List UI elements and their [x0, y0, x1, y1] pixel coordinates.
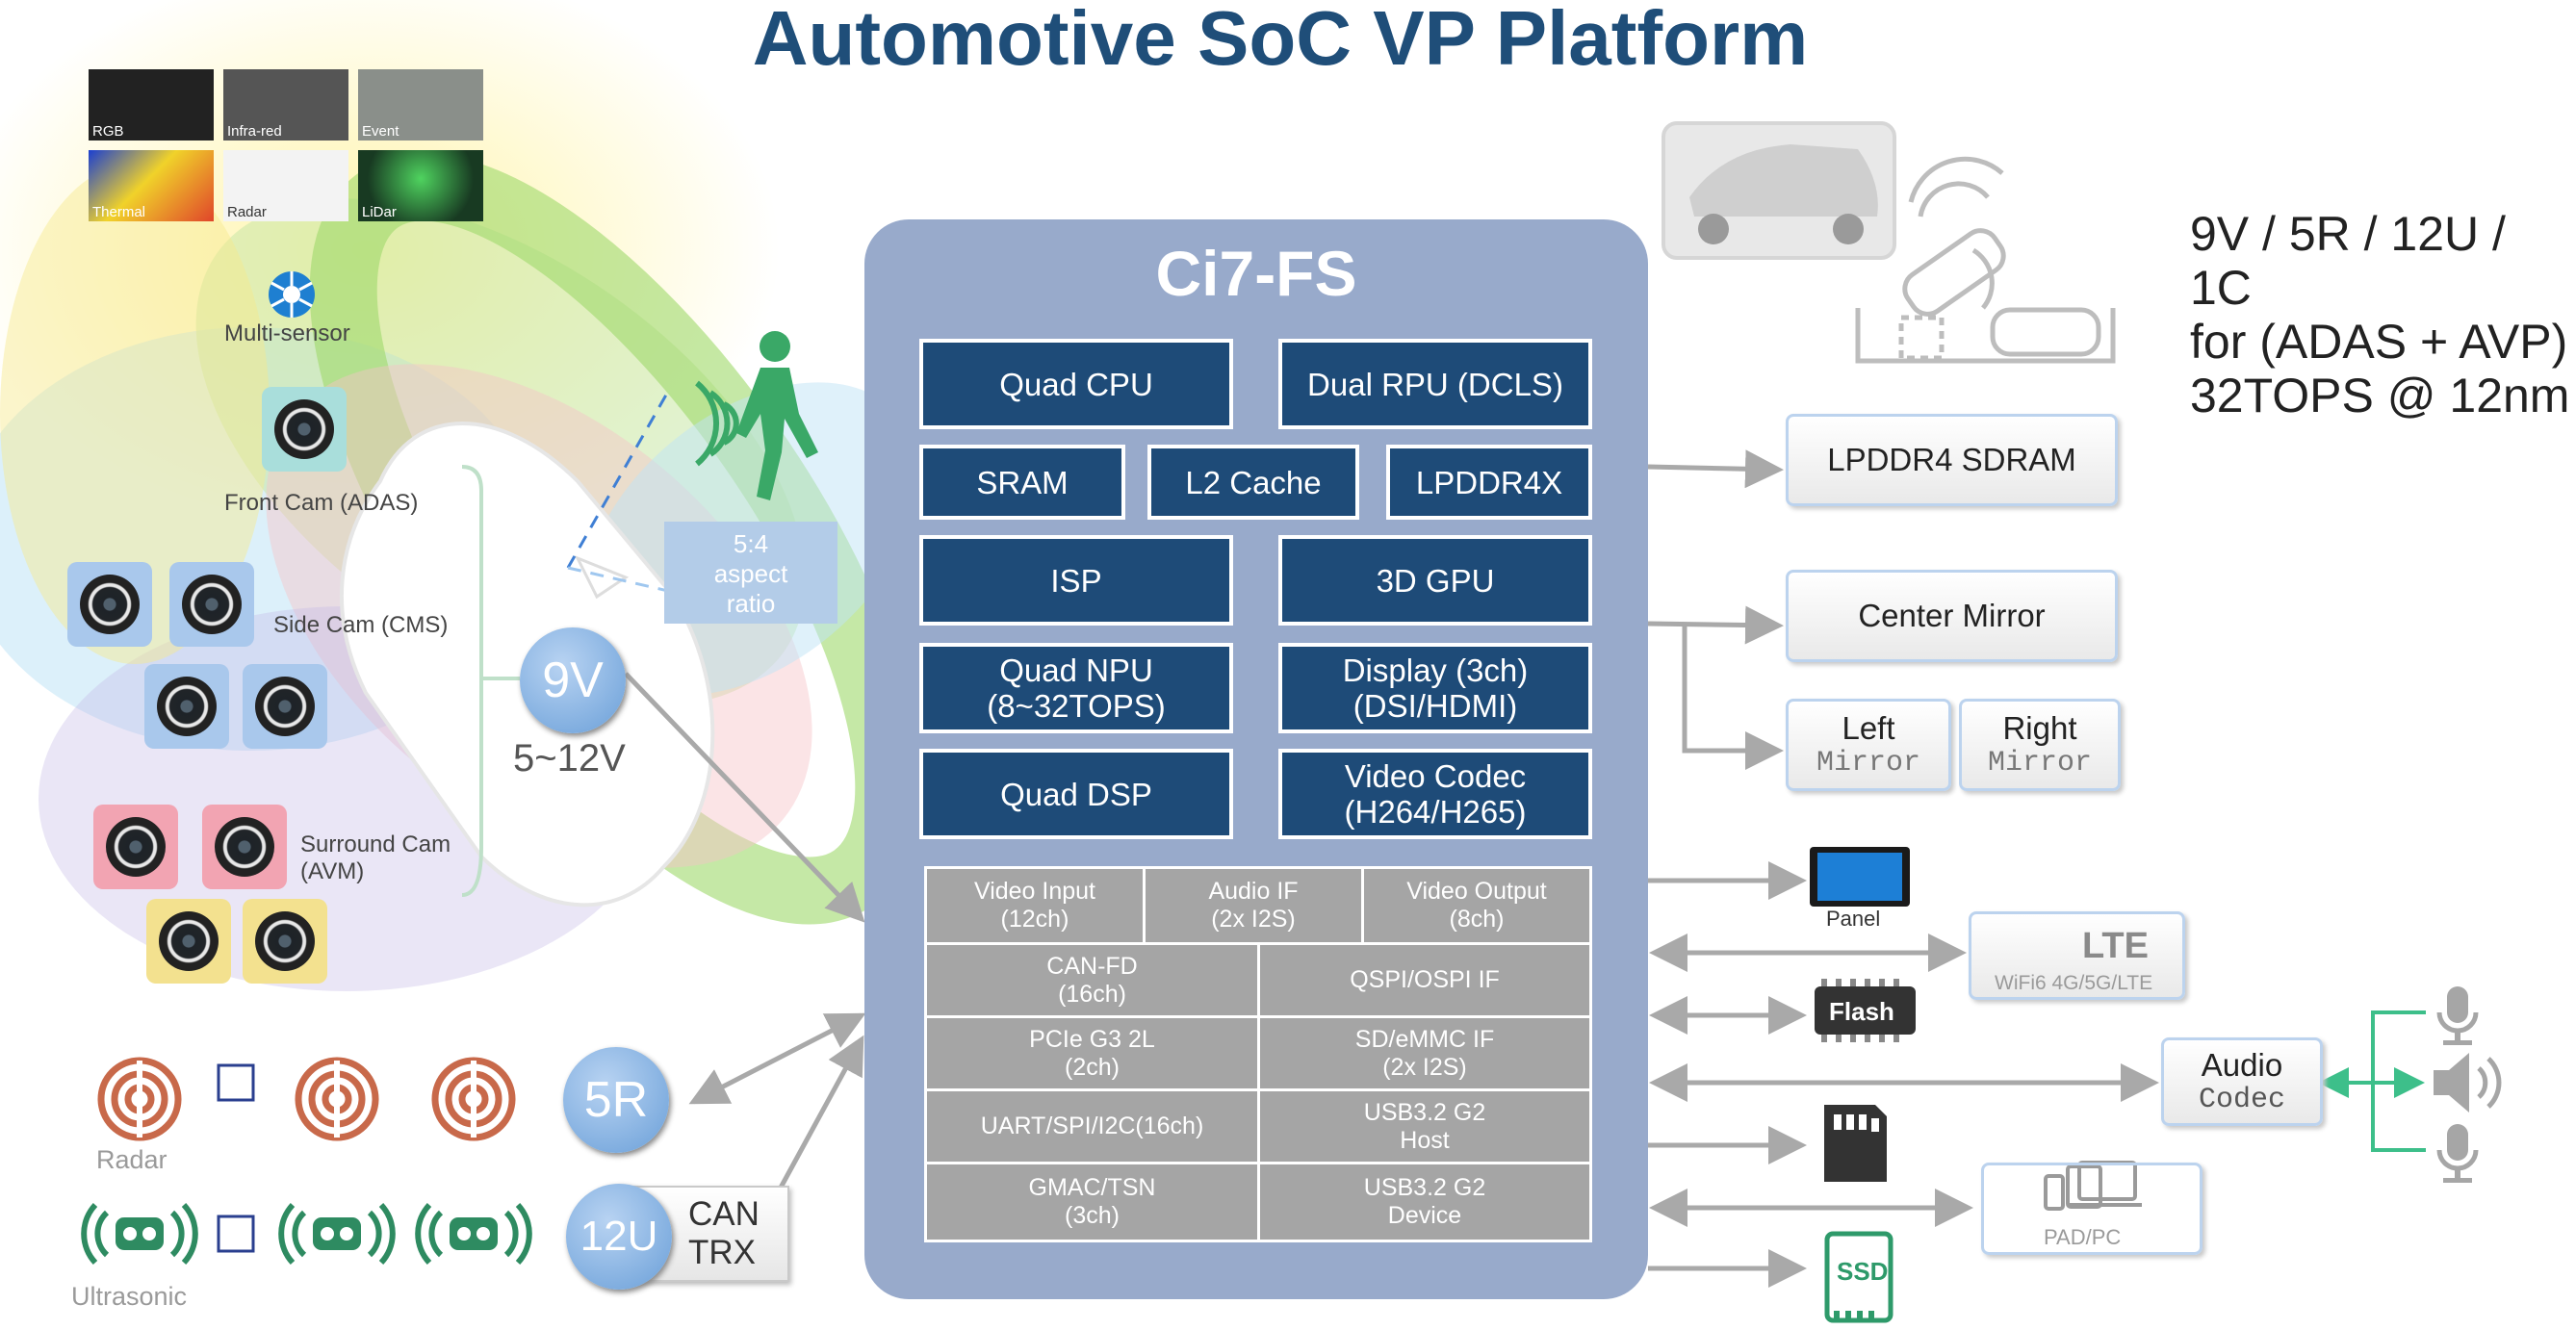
- front-cam-label: Front Cam (ADAS): [224, 490, 419, 516]
- sensor-thumbnail-infrared: Infra-red: [223, 69, 348, 141]
- page-title: Automotive SoC VP Platform: [752, 0, 1809, 81]
- camera-voltage-label: 5~12V: [513, 737, 626, 780]
- ultrasonic-placeholder-box: [217, 1215, 255, 1253]
- peripheral-gmac: GMAC/TSN (3ch): [927, 1164, 1257, 1240]
- platform-spec: 9V / 5R / 12U / 1C for (ADAS + AVP) 32TO…: [2190, 207, 2576, 422]
- radar-icon-row: [97, 1057, 516, 1141]
- sensor-thumbnail-rgb: RGB: [89, 69, 214, 141]
- peripheral-usb-device: USB3.2 G2 Device: [1260, 1164, 1589, 1240]
- right-mirror-line2: Mirror: [1987, 747, 2093, 780]
- flash-label: Flash: [1829, 997, 1894, 1026]
- side-camera-icon: [144, 664, 229, 749]
- ext-lpddr4-sdram: LPDDR4 SDRAM: [1786, 414, 2118, 506]
- block-isp: ISP: [919, 535, 1233, 626]
- speaker-icon: [2434, 1053, 2502, 1113]
- block-l2-cache: L2 Cache: [1147, 445, 1359, 520]
- ultrasonic-label: Ultrasonic: [71, 1282, 188, 1311]
- block-lpddr4x: LPDDR4X: [1386, 445, 1592, 520]
- microphone-icon: [2436, 1124, 2479, 1183]
- block-display: Display (3ch) (DSI/HDMI): [1278, 643, 1592, 733]
- multi-sensor-label: Multi-sensor: [224, 320, 350, 346]
- audio-links: [2318, 1010, 2426, 1152]
- surround-camera-icon: [146, 899, 231, 984]
- right-mirror-line1: Right: [2002, 710, 2077, 746]
- radar-placeholder-box: [217, 1063, 255, 1102]
- block-3d-gpu: 3D GPU: [1278, 535, 1592, 626]
- block-quad-dsp: Quad DSP: [919, 749, 1233, 839]
- front-camera-icon: [262, 387, 347, 472]
- surround-camera-icon: [243, 899, 327, 984]
- ext-left-mirror: Left Mirror: [1786, 699, 1951, 791]
- sensor-thumbnail-radar: Radar: [223, 150, 348, 221]
- pedestrian-icon: [695, 331, 818, 500]
- side-camera-icon: [243, 664, 327, 749]
- sensor-thumbnail-event: Event: [358, 69, 483, 141]
- block-quad-npu: Quad NPU (8~32TOPS): [919, 643, 1233, 733]
- ssd-label: SSD: [1837, 1257, 1889, 1286]
- peripheral-qspi: QSPI/OSPI IF: [1260, 945, 1589, 1015]
- left-mirror-line1: Left: [1842, 710, 1895, 746]
- surround-camera-icon: [93, 805, 178, 889]
- peripheral-video-input: Video Input (12ch): [927, 869, 1143, 942]
- block-sram: SRAM: [919, 445, 1125, 520]
- panel-display-icon: [1810, 847, 1910, 907]
- peripheral-can-fd: CAN-FD (16ch): [927, 945, 1257, 1015]
- side-camera-icon: [169, 562, 254, 647]
- peripheral-uart: UART/SPI/I2C(16ch): [927, 1091, 1257, 1162]
- peripheral-pcie: PCIe G3 2L (2ch): [927, 1018, 1257, 1088]
- spec-line: 9V / 5R / 12U / 1C: [2190, 207, 2506, 315]
- sensor-thumbnail-lidar: LiDar: [358, 150, 483, 221]
- ext-right-mirror: Right Mirror: [1959, 699, 2121, 791]
- ext-audio-codec: Audio Codec: [2161, 1037, 2323, 1126]
- ultrasonic-count-badge: 12U: [566, 1184, 672, 1290]
- peripheral-video-output: Video Output (8ch): [1364, 869, 1589, 942]
- camera-count-badge: 9V: [520, 627, 626, 733]
- flash-chip-icon: [1815, 979, 1916, 1042]
- aspect-ratio-note: 5:4 aspect ratio: [664, 522, 837, 624]
- sd-card-icon: [1824, 1105, 1887, 1182]
- left-mirror-line2: Mirror: [1816, 747, 1921, 780]
- parking-car-icon: [1662, 121, 2116, 364]
- audio-codec-line2: Codec: [2198, 1084, 2285, 1116]
- peripheral-usb-host: USB3.2 G2 Host: [1260, 1091, 1589, 1162]
- panel-label: Panel: [1826, 907, 1881, 931]
- chip-name: Ci7-FS: [1155, 238, 1357, 309]
- radar-count-badge: 5R: [563, 1047, 669, 1153]
- spec-line: 32TOPS @ 12nm: [2190, 369, 2570, 422]
- peripheral-audio-if: Audio IF (2x I2S): [1146, 869, 1361, 942]
- block-video-codec: Video Codec (H264/H265): [1278, 749, 1592, 839]
- surround-cam-label: Surround Cam (AVM): [300, 831, 451, 884]
- block-dual-rpu: Dual RPU (DCLS): [1278, 339, 1592, 429]
- side-camera-icon: [67, 562, 152, 647]
- sensor-thumbnail-thermal: Thermal: [89, 150, 214, 221]
- can-trx-label: CAN TRX: [688, 1195, 760, 1271]
- lte-sub-label: WiFi6 4G/5G/LTE: [1995, 972, 2153, 994]
- peripheral-sd-emmc: SD/eMMC IF (2x I2S): [1260, 1018, 1589, 1088]
- ext-lte-module: LTE WiFi6 4G/5G/LTE: [1969, 911, 2185, 1000]
- peripheral-grid: Video Input (12ch) Audio IF (2x I2S) Vid…: [924, 866, 1592, 1242]
- pad-pc-label: PAD/PC: [2044, 1225, 2122, 1249]
- microphone-icon: [2436, 986, 2479, 1045]
- audio-codec-line1: Audio: [2201, 1047, 2283, 1083]
- radar-label: Radar: [96, 1145, 167, 1174]
- spec-line: for (ADAS + AVP): [2190, 315, 2568, 369]
- external-connections: [1647, 449, 2159, 1288]
- ssd-icon: [1824, 1231, 1893, 1323]
- ext-center-mirror: Center Mirror: [1786, 570, 2118, 662]
- side-cam-label: Side Cam (CMS): [273, 612, 449, 638]
- lte-label: LTE: [2082, 926, 2149, 966]
- ultrasonic-icon-row: [81, 1202, 532, 1266]
- aperture-icon: [269, 271, 315, 318]
- block-quad-cpu: Quad CPU: [919, 339, 1233, 429]
- ext-pad-pc: PAD/PC: [1981, 1163, 2202, 1255]
- surround-camera-icon: [202, 805, 287, 889]
